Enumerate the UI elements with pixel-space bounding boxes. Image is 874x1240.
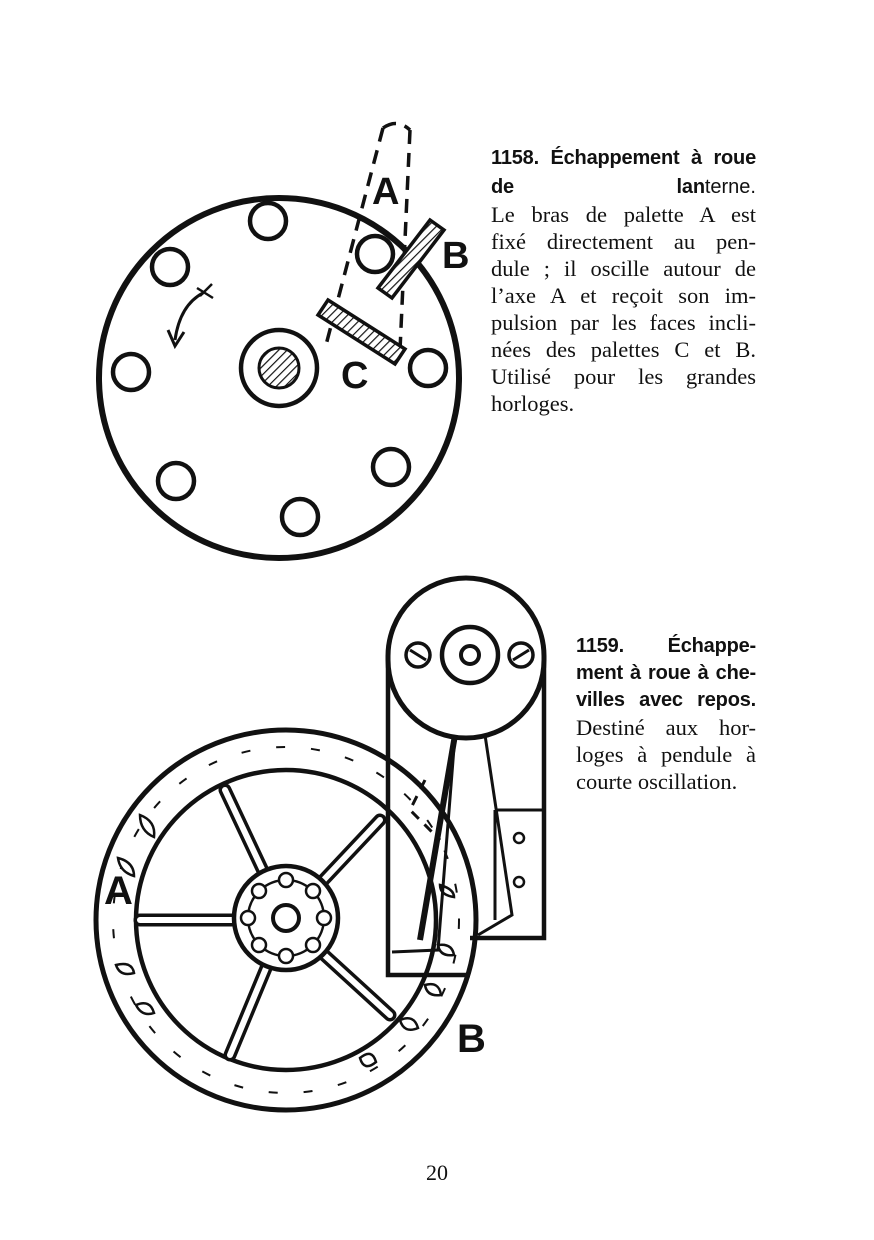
wheel-axle — [257, 346, 301, 390]
caption-1159-heading: 1159. Échappe- — [576, 635, 756, 657]
caption-1159-line: courte oscillation. — [576, 769, 738, 794]
caption-1159-heading: ment à roue à che- — [576, 662, 756, 684]
hub-bolts — [239, 871, 333, 965]
caption-1158-line: fixé directement au pen- — [491, 229, 756, 254]
figure1-label-b: B — [442, 235, 469, 277]
caption-1158-line: nées des palettes C et B. — [491, 337, 756, 362]
palette-c — [315, 297, 408, 367]
caption-1158-line: dule ; il oscille autour de — [491, 256, 756, 281]
caption-1158-line: Utilisé pour les grandes — [491, 364, 756, 389]
pendulum-bracket — [385, 658, 470, 978]
caption-1158-line: pulsion par les faces incli- — [491, 310, 756, 335]
page-number: 20 — [426, 1160, 448, 1185]
pin-wheel-rim — [93, 727, 479, 1113]
caption-1159-heading: villes avec repos. — [576, 689, 756, 711]
lantern-wheel — [96, 195, 462, 561]
caption-1158-line: l’axe A et reçoit son im- — [491, 283, 756, 308]
wheel-hub — [238, 327, 320, 409]
caption-1158-line: horloges. — [491, 391, 575, 416]
caption-1159-line: loges à pendule à — [576, 742, 756, 767]
figure2-label-a: A — [104, 869, 133, 913]
caption-1158-heading-tail: terne. — [704, 176, 756, 198]
caption-1158-heading: 1158. Échappement à roue de lan — [491, 147, 756, 198]
lantern-pins — [110, 200, 449, 538]
figure1-label-a: A — [372, 171, 399, 213]
figure1-label-c: C — [341, 355, 368, 397]
rim-ticks — [112, 746, 460, 1094]
palette-b — [375, 217, 447, 301]
caption-1158-line: Le bras de palette A est — [491, 202, 756, 227]
figure2-label-b: B — [457, 1017, 486, 1061]
caption-1159: 1159. Échappe- ment à roue à che- villes… — [576, 633, 756, 795]
caption-1158: 1158. Échappement à roue de lanterne. Le… — [491, 143, 756, 417]
caption-1159-line: Destiné aux hor- — [576, 715, 756, 740]
